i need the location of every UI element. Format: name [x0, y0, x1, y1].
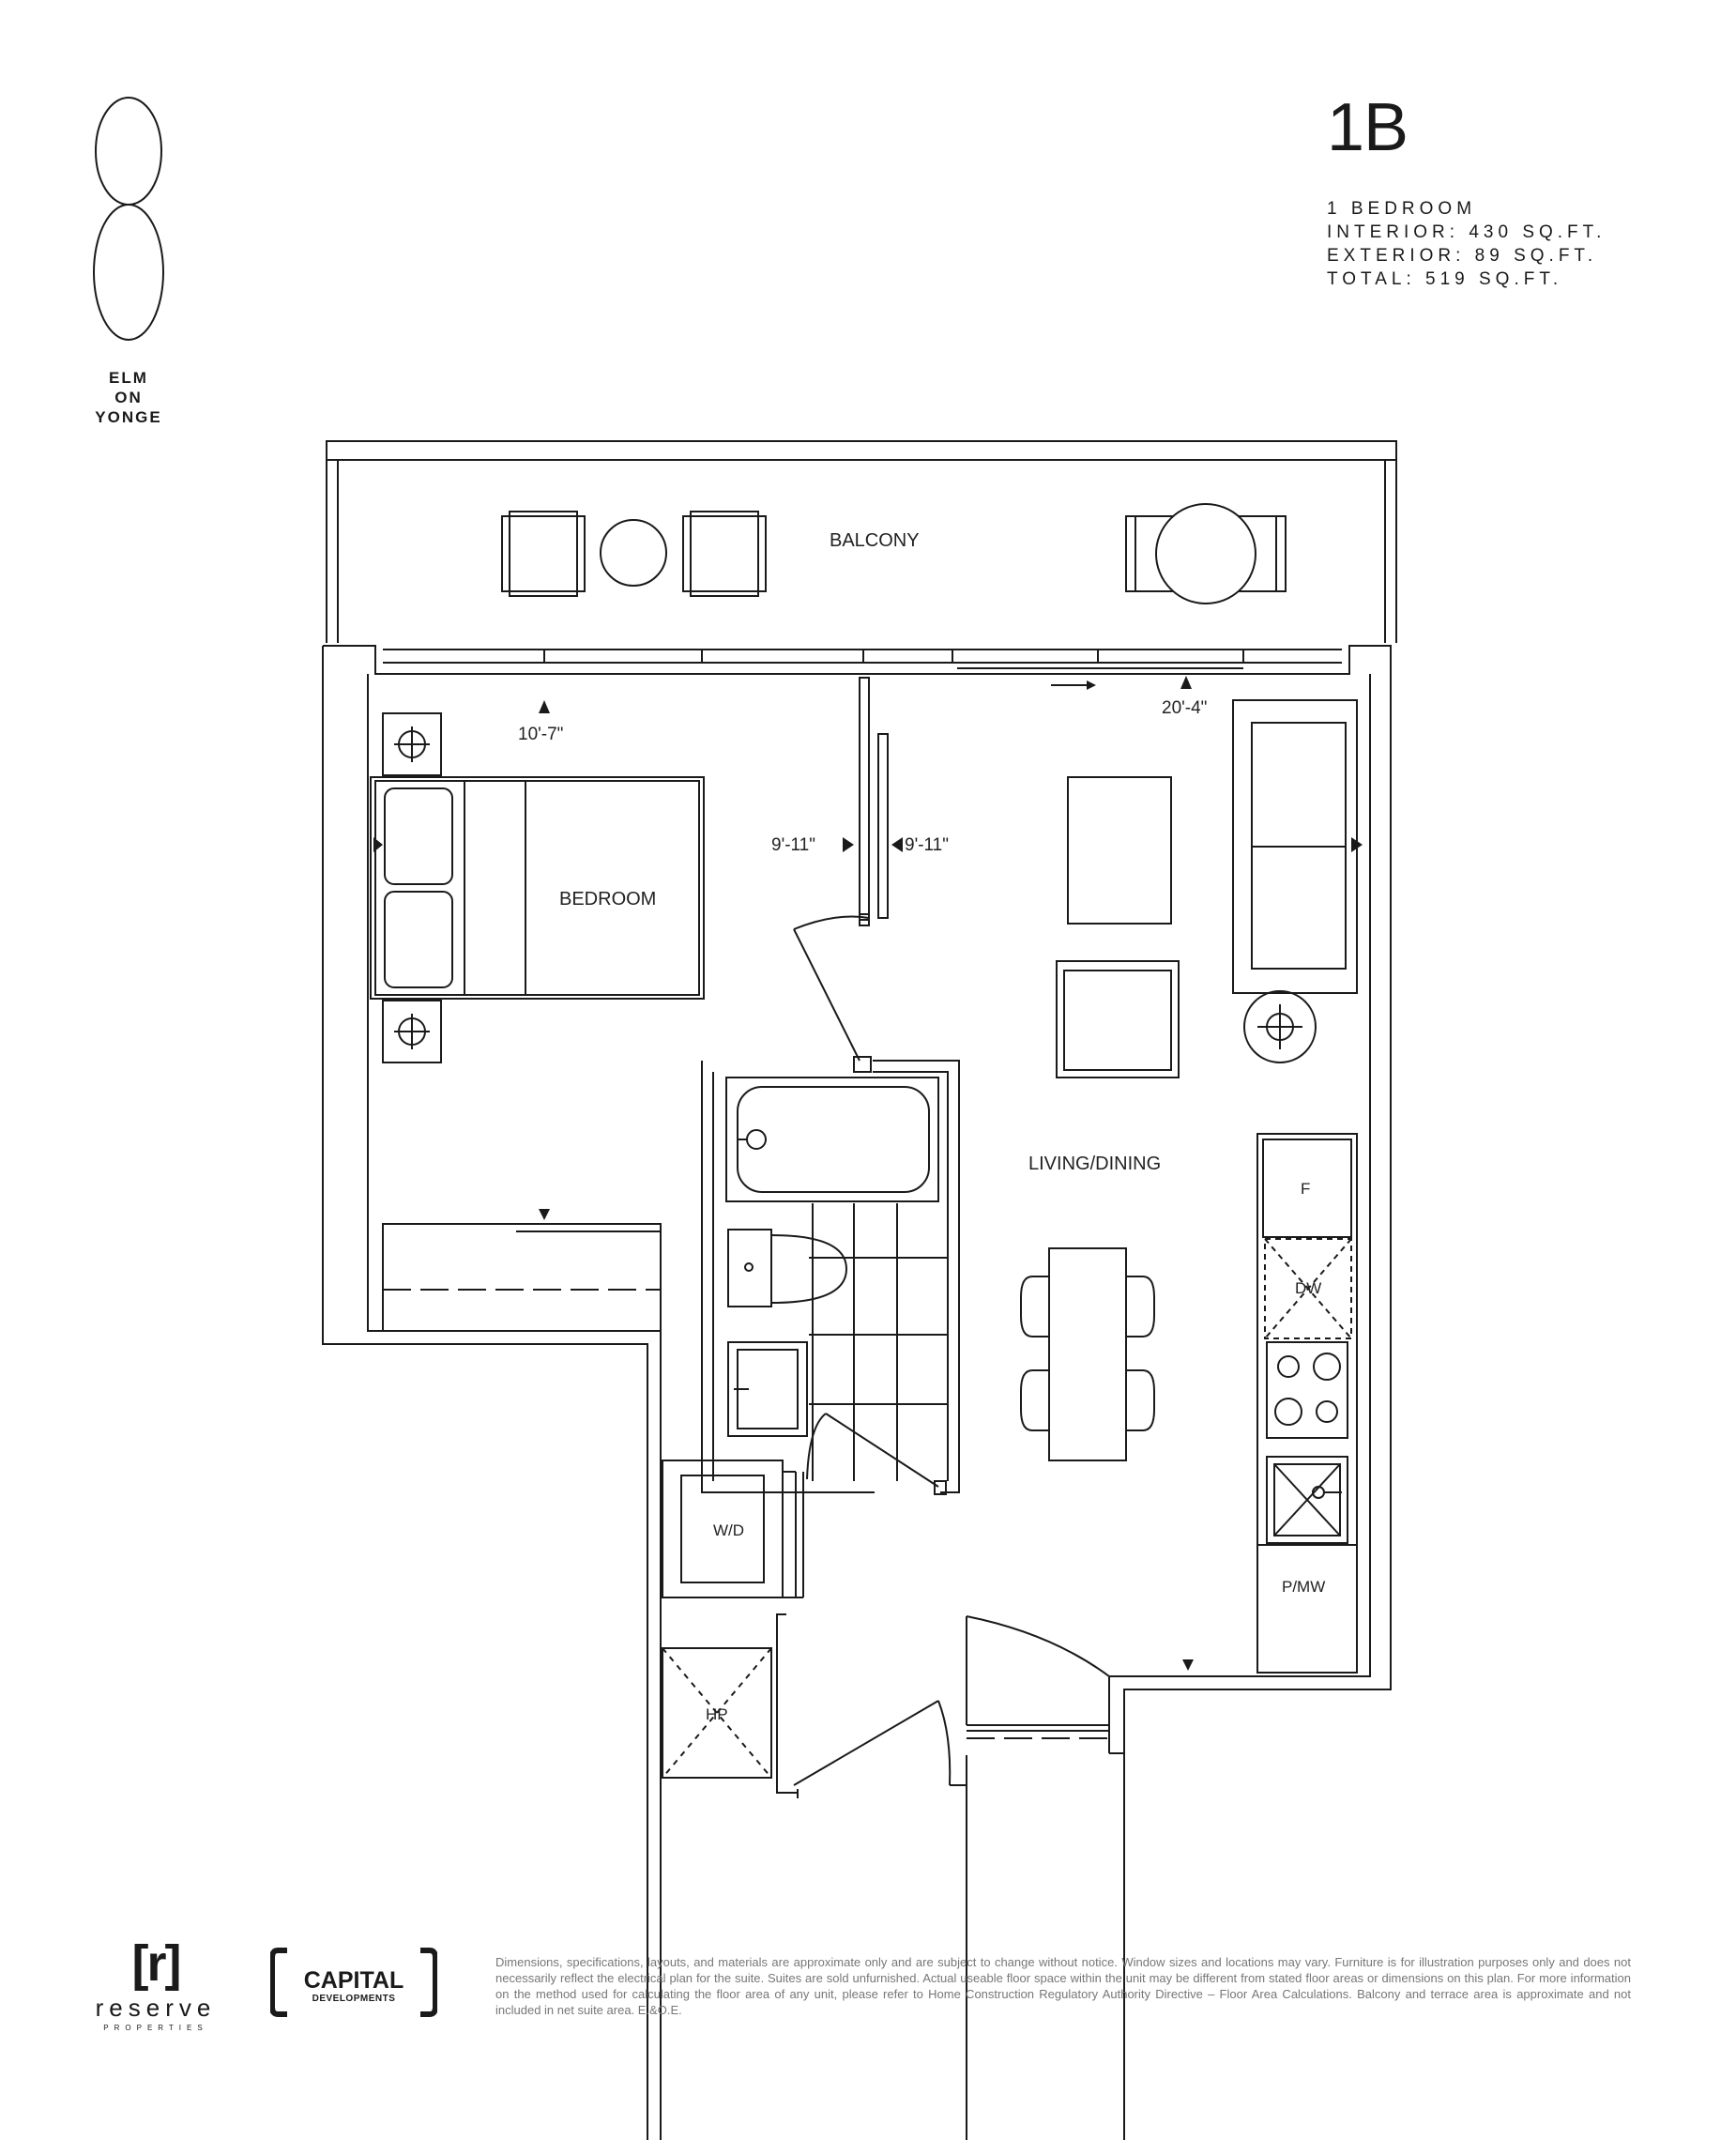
- project-name-line-3: YONGE: [95, 408, 162, 426]
- bathroom-walls: [701, 1060, 960, 1493]
- balcony-chair-middle: [682, 511, 767, 597]
- living-depth-dimension: 9'-11": [905, 835, 949, 855]
- fridge: [1262, 1139, 1352, 1238]
- dining-chairs: [1020, 1276, 1155, 1431]
- figure-eight-logo-icon: [93, 97, 164, 341]
- living-width-dimension: 20'-4": [1162, 698, 1207, 718]
- window-wall: [383, 649, 1342, 669]
- kitchen-sink: [1266, 1456, 1348, 1544]
- side-table: [1243, 990, 1317, 1063]
- balcony-chair-left: [501, 511, 586, 597]
- project-name-line-1: ELM: [109, 369, 148, 387]
- fridge-label: F: [1301, 1180, 1310, 1198]
- living-wall-arrow-icon: [1351, 837, 1363, 852]
- living-dining-label: LIVING/DINING: [1028, 1154, 1161, 1174]
- legal-disclaimer: Dimensions, specifications, layouts, and…: [495, 1955, 1631, 2017]
- bedroom-wall-arrow-icon: [373, 837, 383, 852]
- unit-spec-bedrooms: 1 BEDROOM: [1327, 199, 1477, 219]
- bathtub: [725, 1077, 939, 1202]
- reserve-logo-sub: PROPERTIES: [103, 2024, 208, 2032]
- heat-pump-label: HP: [706, 1705, 728, 1723]
- unit-code: 1B: [1327, 90, 1409, 165]
- reserve-logo-name: reserve: [95, 1994, 217, 2022]
- reserve-logo-mark: [r]: [131, 1935, 182, 1992]
- coffee-table: [1067, 776, 1172, 925]
- bedroom-depth-arrow-right-icon: [843, 837, 854, 852]
- laundry-closet: [662, 1460, 804, 1598]
- bedroom-width-dimension: 10'-7": [518, 725, 563, 744]
- bedroom-nightstand-top: [382, 712, 442, 776]
- unit-spec-exterior: EXTERIOR: 89 SQ.FT.: [1327, 246, 1598, 266]
- heat-pump: [662, 1647, 772, 1779]
- capital-logo-sub: DEVELOPMENTS: [312, 1994, 396, 2004]
- entry-closet: [966, 1615, 1110, 1739]
- unit-specs: 1 BEDROOM INTERIOR: 430 SQ.FT. EXTERIOR:…: [1327, 197, 1606, 291]
- balcony-dining-set: [1125, 503, 1287, 604]
- dining-table: [1048, 1247, 1127, 1461]
- balcony-area: [326, 440, 1397, 643]
- bathroom-door: [806, 1413, 947, 1495]
- bedroom-label: BEDROOM: [559, 889, 656, 910]
- reserve-properties-logo: [r] reserve PROPERTIES: [90, 1937, 221, 2032]
- toilet: [727, 1229, 848, 1307]
- bedroom-partition: [793, 677, 889, 1073]
- unit-spec-interior: INTERIOR: 430 SQ.FT.: [1327, 222, 1607, 242]
- bedroom-depth-arrow-icon: [539, 1209, 550, 1220]
- balcony-label: BALCONY: [830, 530, 920, 551]
- kitchen-counter: [1256, 1133, 1358, 1674]
- pantry-microwave-label: P/MW: [1282, 1578, 1325, 1596]
- bedroom-nightstand-bottom: [382, 1000, 442, 1063]
- balcony-table-small: [600, 519, 667, 587]
- dishwasher-label: DW: [1295, 1279, 1321, 1297]
- sofa: [1232, 699, 1358, 994]
- dishwasher: [1264, 1238, 1352, 1339]
- capital-bracket-icon: [270, 1948, 437, 2017]
- bathroom-vanity: [727, 1341, 808, 1437]
- bedroom-bed: [370, 776, 705, 1000]
- kitchen-arrow-icon: [1182, 1659, 1194, 1671]
- cooktop: [1266, 1341, 1348, 1439]
- door-slide-arrow-icon: [1051, 680, 1096, 690]
- living-width-arrow-icon: [1180, 676, 1192, 689]
- washer-dryer-label: W/D: [713, 1521, 744, 1539]
- living-depth-arrow-left-icon: [891, 837, 903, 852]
- entry-walls: [776, 1613, 967, 1798]
- exterior-walls: [322, 645, 1392, 2140]
- project-name-line-2: ON: [114, 389, 143, 406]
- bedroom-closet: [382, 1223, 662, 1332]
- bedroom-depth-dimension: 9'-11": [771, 835, 815, 855]
- unit-spec-total: TOTAL: 519 SQ.FT.: [1327, 269, 1563, 289]
- bedroom-width-arrow-icon: [539, 700, 550, 713]
- capital-developments-logo: CAPITAL DEVELOPMENTS: [270, 1947, 437, 2018]
- armchair: [1056, 960, 1180, 1078]
- bathroom-floor-tiles: [809, 1203, 948, 1481]
- project-name: ELM ON YONGE: [73, 368, 184, 427]
- capital-logo-name: CAPITAL: [303, 1967, 404, 1994]
